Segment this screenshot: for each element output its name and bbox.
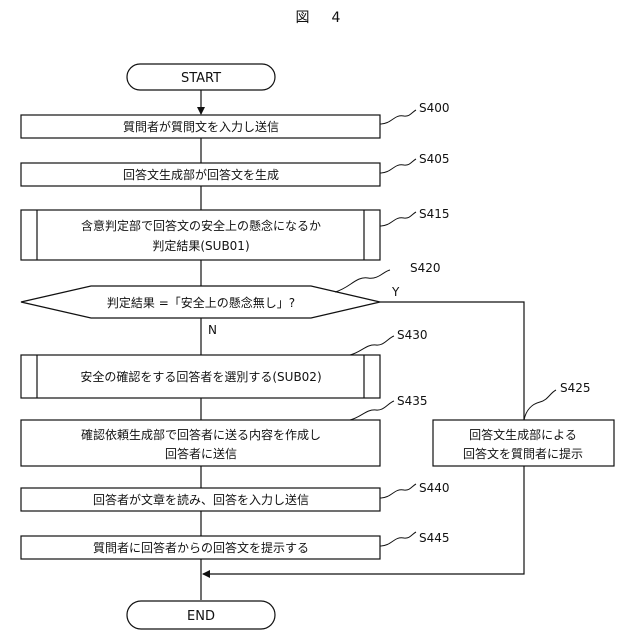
step-text-s400: 質問者が質問文を入力し送信 bbox=[123, 119, 279, 134]
end-label: END bbox=[187, 609, 215, 624]
start-label: START bbox=[181, 71, 221, 86]
leader-s400 bbox=[380, 110, 416, 124]
step-id-s445: S445 bbox=[419, 531, 450, 545]
step-id-s415: S415 bbox=[419, 207, 450, 221]
step-text-s440: 回答者が文章を読み、回答を入力し送信 bbox=[93, 492, 309, 507]
decision-no-label: N bbox=[208, 323, 217, 337]
step-text-s435-line2: 回答者に送信 bbox=[165, 446, 237, 461]
leader-s430 bbox=[350, 336, 394, 355]
leader-s425 bbox=[524, 390, 556, 420]
step-id-s400: S400 bbox=[419, 101, 450, 115]
step-text-s430: 安全の確認をする回答者を選別する(SUB02) bbox=[80, 369, 321, 384]
step-text-s405: 回答文生成部が回答文を生成 bbox=[123, 167, 279, 182]
leader-s440 bbox=[380, 484, 416, 498]
step-id-s425: S425 bbox=[560, 381, 591, 395]
step-text-s415-line2: 判定結果(SUB01) bbox=[152, 238, 249, 253]
decision-yes-label: Y bbox=[391, 285, 400, 299]
step-id-s405: S405 bbox=[419, 152, 450, 166]
step-text-s425-line1: 回答文生成部による bbox=[469, 427, 577, 442]
step-text-s425-line2: 回答文を質問者に提示 bbox=[463, 446, 583, 461]
step-id-s440: S440 bbox=[419, 481, 450, 495]
step-id-s435: S435 bbox=[397, 394, 428, 408]
step-text-s435-line1: 確認依頼生成部で回答者に送る内容を作成し bbox=[81, 427, 321, 442]
leader-s420 bbox=[335, 270, 390, 292]
step-id-s430: S430 bbox=[397, 328, 428, 342]
leader-s445 bbox=[380, 532, 416, 546]
step-text-s420: 判定結果 =「安全上の懸念無し」? bbox=[107, 295, 295, 310]
leader-s435 bbox=[350, 401, 394, 420]
step-text-s445: 質問者に回答者からの回答文を提示する bbox=[93, 540, 309, 555]
step-text-s415-line1: 含意判定部で回答文の安全上の懸念になるか bbox=[81, 218, 321, 233]
leader-s415 bbox=[380, 212, 416, 226]
leader-s405 bbox=[380, 159, 416, 173]
step-id-s420: S420 bbox=[410, 261, 441, 275]
figure-title: 図 4 bbox=[296, 10, 345, 26]
